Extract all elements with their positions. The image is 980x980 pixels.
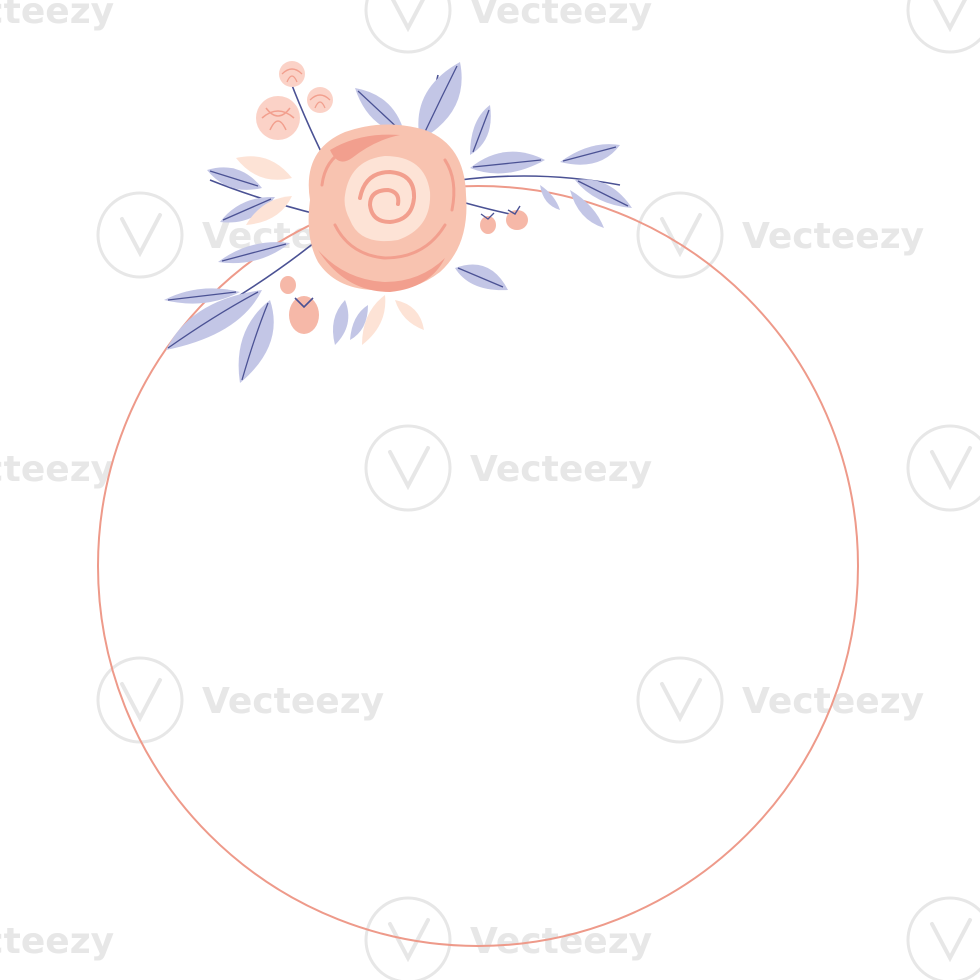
small-blossoms	[256, 61, 333, 140]
watermark-tile: Vecteezy	[906, 424, 980, 512]
blossom-flower	[279, 61, 305, 87]
watermark-brand-text: Vecteezy	[0, 449, 114, 490]
leaf-veins	[167, 65, 629, 381]
vecteezy-v-logo-icon	[906, 896, 980, 980]
rose-bud	[506, 205, 528, 230]
watermark-brand-text: Vecteezy	[470, 921, 652, 962]
leaf-right-5	[540, 185, 560, 210]
circular-frame-ring	[97, 185, 859, 947]
blossom-flower	[307, 87, 333, 113]
watermark-brand-text: Vecteezy	[0, 921, 114, 962]
vecteezy-v-logo-icon	[906, 424, 980, 512]
leaf-bottom-center2	[350, 305, 368, 340]
vecteezy-v-logo-icon	[364, 896, 452, 980]
blush-accent-leaves	[236, 156, 424, 345]
watermark-tile: Vecteezy	[906, 0, 980, 54]
rose-buds	[280, 205, 528, 334]
blossom-flower	[256, 96, 300, 140]
watermark-tile: Vecteezy	[636, 191, 924, 279]
watermark-brand-text: Vecteezy	[470, 449, 652, 490]
watermark-tile: Vecteezy	[364, 424, 652, 512]
rose-bud	[280, 276, 296, 294]
watermark-brand-text: Vecteezy	[470, 0, 652, 32]
leaf-left-large	[166, 290, 262, 350]
floral-bouquet	[164, 61, 632, 383]
vecteezy-v-logo-icon	[636, 191, 724, 279]
watermark-brand-text: Vecteezy	[742, 216, 924, 257]
vecteezy-v-logo-icon	[96, 191, 184, 279]
watermark-tile: Vecteezy	[96, 656, 384, 744]
watermark-tile: Vecteezy	[0, 921, 114, 962]
watermark-tile: Vecteezy	[0, 449, 114, 490]
watermark-tile: Vecteezy	[636, 656, 924, 744]
leaf-bottom-center	[332, 300, 349, 345]
watermark-tile: Vecteezy	[364, 0, 652, 54]
leaf-right-4	[570, 190, 604, 228]
leaf-right-1	[470, 151, 545, 174]
main-rose	[308, 124, 467, 292]
vecteezy-v-logo-icon	[906, 0, 980, 54]
vecteezy-v-logo-icon	[364, 424, 452, 512]
watermark-tile: Vecteezy	[364, 896, 652, 980]
vecteezy-v-logo-icon	[96, 656, 184, 744]
vecteezy-v-logo-icon	[364, 0, 452, 54]
rose-bud	[480, 212, 496, 234]
watermark-brand-text: Vecteezy	[0, 0, 114, 32]
rose-bud	[289, 296, 319, 334]
watermark-tile: Vecteezy	[906, 896, 980, 980]
watermark-brand-text: Vecteezy	[202, 681, 384, 722]
watermark-tile: Vecteezy	[0, 0, 114, 32]
vecteezy-v-logo-icon	[636, 656, 724, 744]
